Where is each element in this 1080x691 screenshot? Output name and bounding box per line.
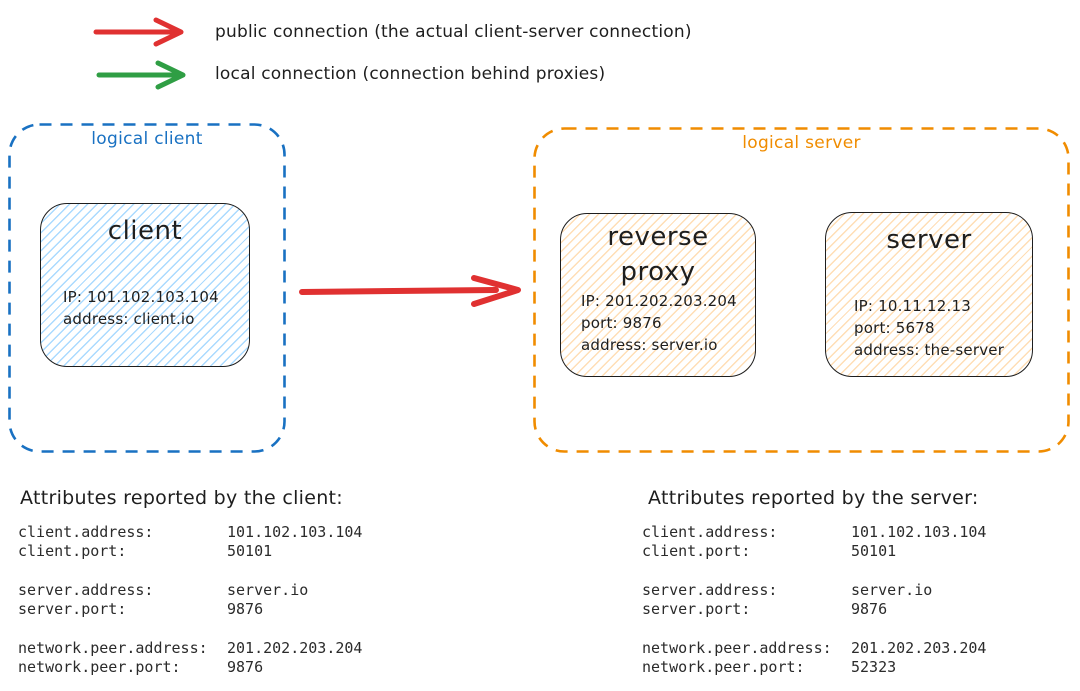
attr-key: server.port: [642, 600, 751, 618]
attr-key: server.address: [642, 581, 778, 599]
attr-value: 201.202.203.204 [227, 639, 363, 657]
attr-row: client.address: 101.102.103.104 [18, 523, 362, 542]
client-node-title: client [107, 216, 183, 246]
attr-row: server.address: server.io [18, 581, 362, 600]
client-node: client IP: 101.102.103.104 address: clie… [40, 203, 250, 367]
attr-value: 50101 [227, 542, 273, 560]
reverse-proxy-node-title: reverse proxy [607, 222, 709, 287]
attr-key: server.port: [18, 600, 127, 618]
attr-row: client.port: 50101 [642, 542, 986, 561]
attr-key: server.address: [18, 581, 154, 599]
logical-server-border [533, 127, 1070, 453]
local-connection-legend-label: local connection (connection behind prox… [215, 64, 606, 84]
client-address-line: address: client.io [63, 310, 195, 328]
attr-value: server.io [851, 581, 933, 599]
server-address-line: address: the-server [854, 341, 1005, 359]
attr-key: client.port: [18, 542, 127, 560]
attr-row: server.port: 9876 [642, 600, 986, 619]
attr-value: server.io [227, 581, 309, 599]
logical-client-label: logical client [91, 129, 203, 149]
client-ip-line: IP: 101.102.103.104 [63, 288, 219, 306]
attr-key: client.address: [18, 523, 154, 541]
attr-row: server.address: server.io [642, 581, 986, 600]
server-ip-line: IP: 10.11.12.13 [854, 297, 971, 315]
attr-value: 50101 [851, 542, 897, 560]
reverse-proxy-port-line: port: 9876 [581, 314, 662, 332]
attr-key: network.peer.port: [18, 658, 181, 676]
attr-key: network.peer.address: [18, 639, 208, 657]
attr-value: 9876 [227, 600, 264, 618]
logical-client-group: logical client client IP: 101.102.103.10… [8, 123, 286, 453]
attr-value: 101.102.103.104 [227, 523, 363, 541]
logical-server-group: logical server reverse proxy IP: 201.202… [533, 127, 1070, 453]
server-port-line: port: 5678 [854, 319, 935, 337]
client-attributes-list: client.address: 101.102.103.104 client.p… [18, 523, 362, 677]
attr-key: client.port: [642, 542, 751, 560]
server-node-info: IP: 10.11.12.13 port: 5678 address: the-… [854, 295, 1004, 361]
attr-value: 201.202.203.204 [851, 639, 987, 657]
attr-row: network.peer.port: 52323 [642, 658, 986, 677]
public-connection-legend-label: public connection (the actual client-ser… [215, 22, 692, 42]
logical-client-border [8, 123, 286, 453]
server-attributes-list: client.address: 101.102.103.104 client.p… [642, 523, 986, 677]
attr-key: network.peer.port: [642, 658, 805, 676]
attr-value: 9876 [851, 600, 888, 618]
attr-key: client.address: [642, 523, 778, 541]
attr-row: network.peer.address: 201.202.203.204 [642, 639, 986, 658]
client-to-server-arrow-icon [299, 275, 521, 307]
attr-row: network.peer.port: 9876 [18, 658, 362, 677]
logical-server-label: logical server [742, 133, 861, 153]
attr-value: 52323 [851, 658, 897, 676]
client-node-info: IP: 101.102.103.104 address: client.io [63, 286, 219, 330]
attr-key: network.peer.address: [642, 639, 832, 657]
reverse-proxy-address-line: address: server.io [581, 336, 718, 354]
attr-row: network.peer.address: 201.202.203.204 [18, 639, 362, 658]
public-connection-arrow-icon [93, 17, 184, 47]
client-attributes-title: Attributes reported by the client: [20, 487, 344, 509]
attr-value: 101.102.103.104 [851, 523, 987, 541]
attr-row: client.address: 101.102.103.104 [642, 523, 986, 542]
server-node-title: server [886, 225, 972, 255]
reverse-proxy-node-info: IP: 201.202.203.204 port: 9876 address: … [581, 290, 737, 356]
attr-row: client.port: 50101 [18, 542, 362, 561]
local-connection-arrow-icon [96, 60, 186, 90]
reverse-proxy-ip-line: IP: 201.202.203.204 [581, 292, 737, 310]
server-attributes-title: Attributes reported by the server: [648, 487, 979, 509]
attr-value: 9876 [227, 658, 264, 676]
server-node: server IP: 10.11.12.13 port: 5678 addres… [825, 212, 1033, 377]
reverse-proxy-node: reverse proxy IP: 201.202.203.204 port: … [560, 213, 756, 377]
attr-row: server.port: 9876 [18, 600, 362, 619]
